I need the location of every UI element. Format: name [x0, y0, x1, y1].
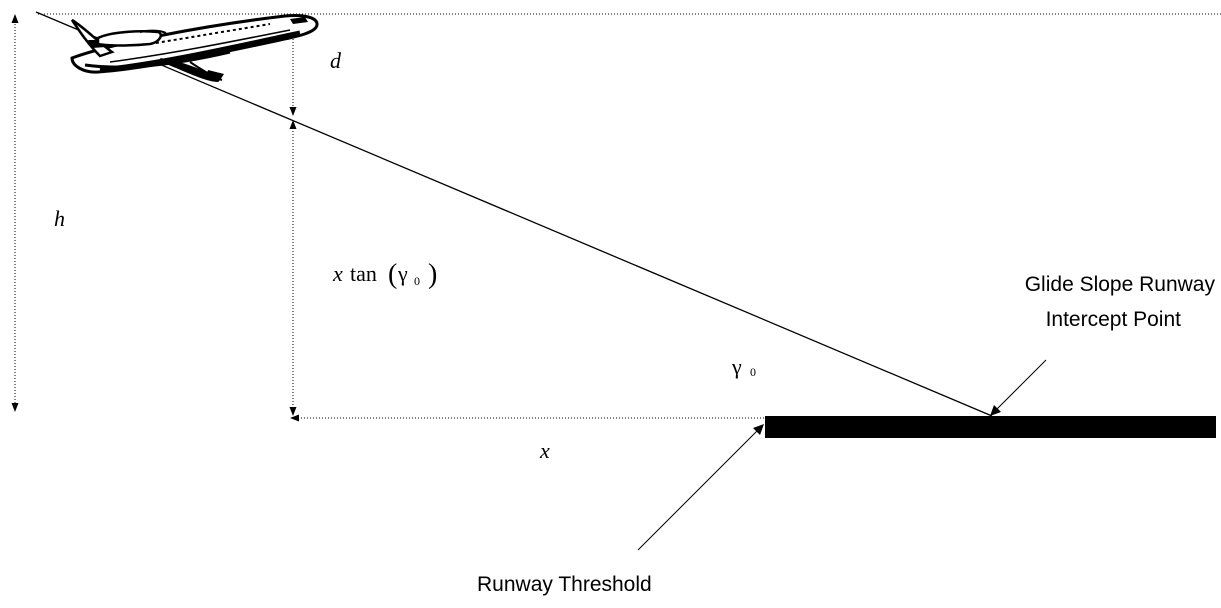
label-xtan-x: x — [332, 261, 343, 286]
label-h: h — [54, 206, 65, 231]
threshold-leader — [637, 424, 764, 551]
label-xtan-fn: tan — [350, 261, 377, 286]
label-runway-threshold: Runway Threshold — [477, 573, 652, 596]
label-angle: γ 0 — [731, 354, 756, 379]
runway — [765, 416, 1216, 438]
label-intercept-line1: Glide Slope Runway — [1025, 273, 1216, 296]
h-dimension — [11, 14, 19, 412]
label-x: x — [539, 438, 550, 463]
glide-slope-line — [35, 11, 993, 417]
label-intercept-line2: Intercept Point — [1046, 308, 1182, 331]
label-xtan-gamma: γ — [397, 261, 408, 286]
label-xtan-paren-close: ) — [428, 259, 437, 290]
label-xtan: x tan ( γ 0 ) — [332, 259, 437, 290]
airplane-icon — [70, 14, 319, 82]
label-xtan-subscript: 0 — [414, 274, 420, 288]
intercept-leader — [990, 359, 1047, 416]
label-d: d — [330, 48, 342, 73]
label-angle-gamma: γ — [731, 354, 742, 379]
label-xtan-paren-open: ( — [388, 259, 397, 290]
xtan-dimension — [289, 120, 299, 422]
label-angle-subscript: 0 — [750, 365, 756, 379]
